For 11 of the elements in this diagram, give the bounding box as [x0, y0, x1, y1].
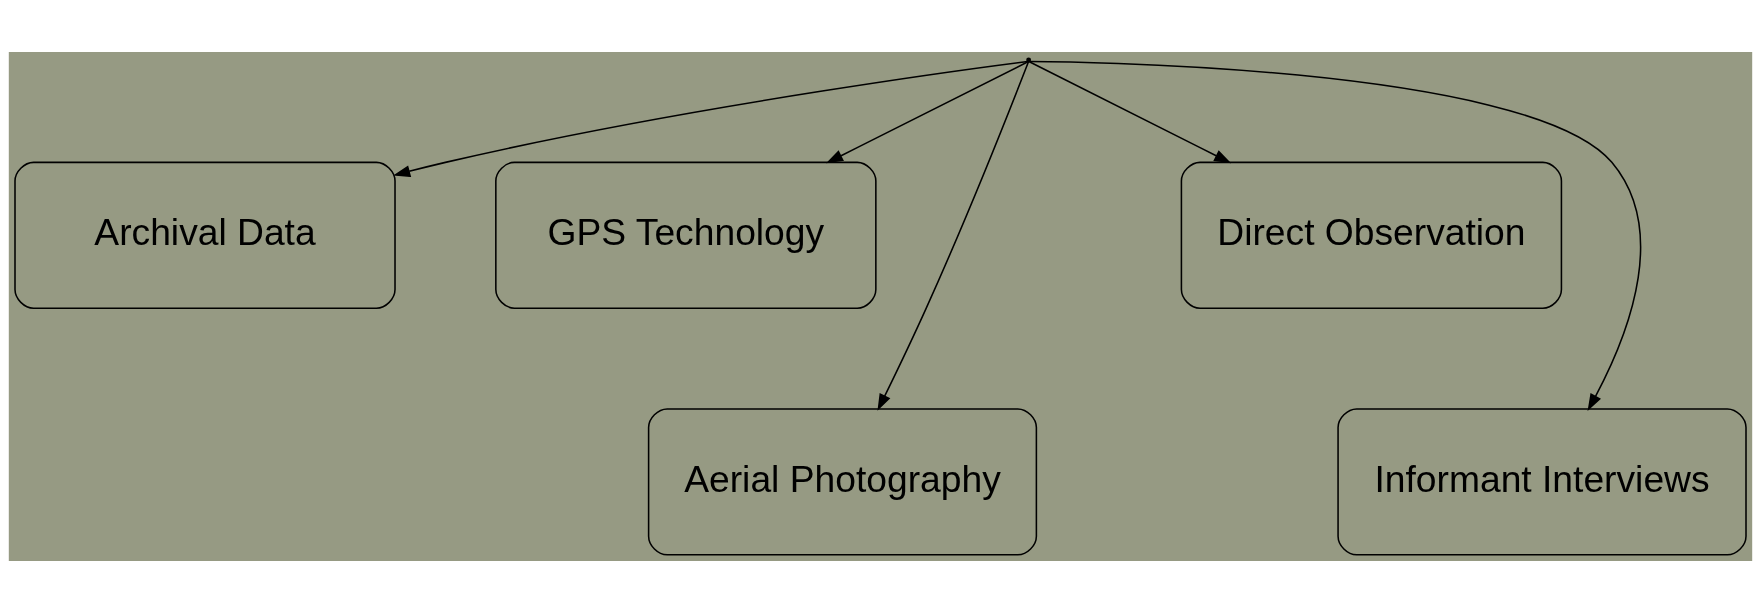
node-box: Informant Interviews [1337, 408, 1747, 556]
node-box: Archival Data [14, 161, 396, 309]
arrow [393, 60, 1029, 177]
node-box: Direct Observation [1180, 161, 1563, 309]
arrow [877, 61, 1030, 411]
node-point [1026, 57, 1032, 63]
node-box: Aerial Photography [647, 408, 1038, 556]
arrow [1028, 60, 1642, 411]
arrow [1028, 60, 1232, 164]
node-box: GPS Technology [495, 161, 877, 309]
arrow [826, 60, 1030, 164]
